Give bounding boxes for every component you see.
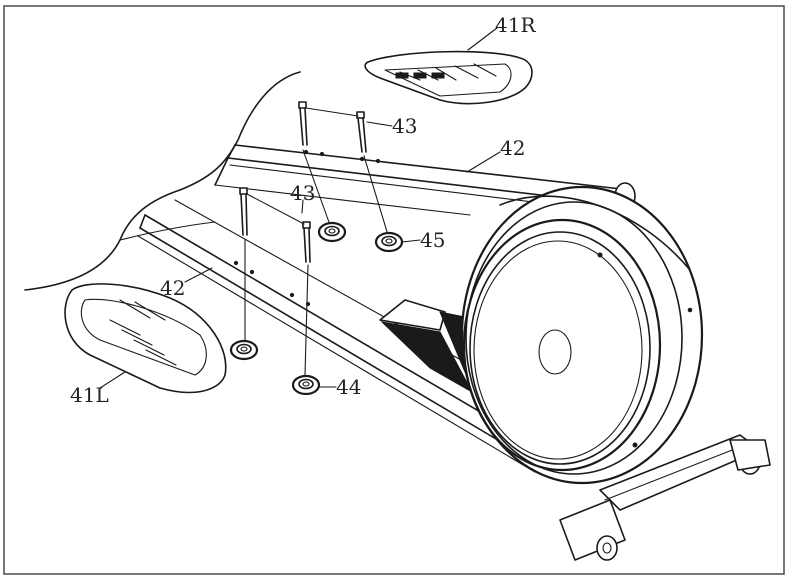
label-42-upper: 42 xyxy=(500,136,525,160)
pedal-left xyxy=(64,283,227,394)
label-41r: 41R xyxy=(495,13,536,37)
label-43-upper: 43 xyxy=(392,114,417,138)
machine-body-outline xyxy=(24,71,301,291)
label-44: 44 xyxy=(336,375,361,399)
bolt-lower-right xyxy=(302,221,311,263)
label-42-lower: 42 xyxy=(160,276,185,300)
leader-lines xyxy=(99,27,501,389)
label-45: 45 xyxy=(420,228,445,252)
nut-upper-right xyxy=(374,231,404,253)
nut-lower-right xyxy=(291,374,321,396)
pedal-right xyxy=(364,50,533,105)
rear-stabilizer xyxy=(559,434,771,561)
flywheel-housing xyxy=(460,185,704,485)
bolt-upper-right xyxy=(356,111,367,153)
label-41l: 41L xyxy=(70,383,109,407)
label-43-lower: 43 xyxy=(290,181,315,205)
nut-lower-left xyxy=(229,339,259,361)
bolt-upper-left xyxy=(298,101,308,146)
frame-border xyxy=(3,5,785,575)
nut-upper-left xyxy=(317,221,347,243)
assembly-guides xyxy=(244,107,389,376)
bolt-lower-left xyxy=(239,187,248,236)
